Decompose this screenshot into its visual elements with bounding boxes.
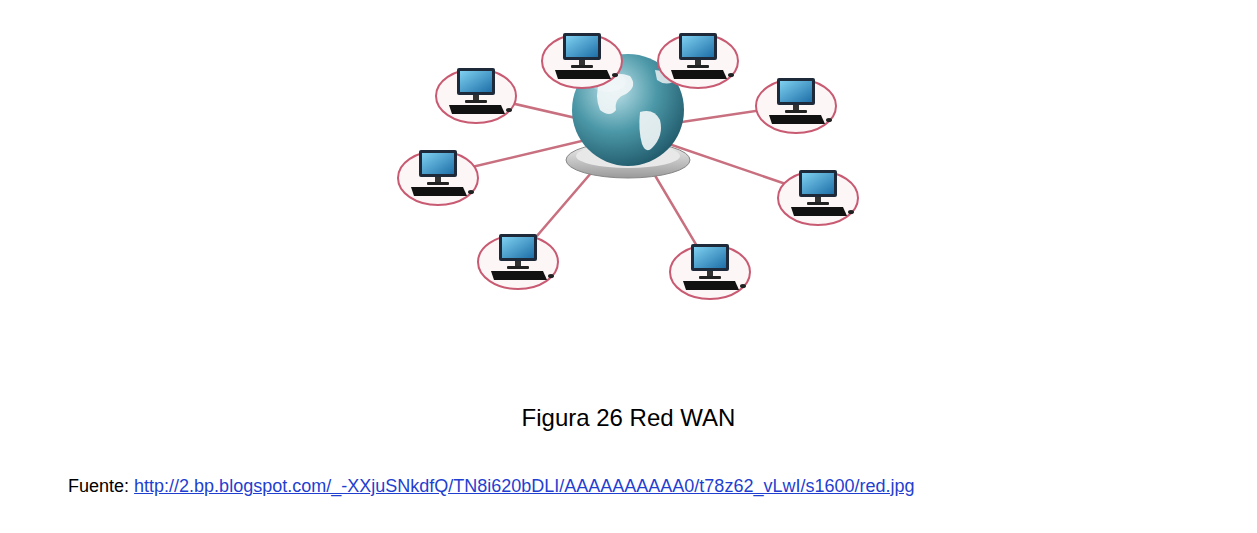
figure-caption: Figura 26 Red WAN [0, 404, 1257, 432]
source-url: http://2.bp.blogspot.com/_-XXjuSNkdfQ/TN… [134, 476, 914, 496]
source-label: Fuente: [68, 476, 129, 496]
source-line: Fuente: http://2.bp.blogspot.com/_-XXjuS… [68, 476, 915, 497]
